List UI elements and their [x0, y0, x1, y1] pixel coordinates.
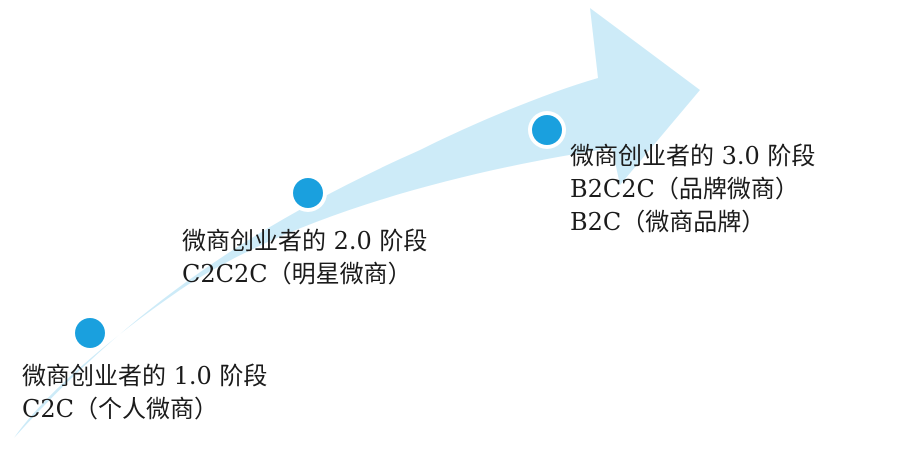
stage-1-label: 微商创业者的 1.0 阶段 C2C（个人微商）	[22, 360, 267, 426]
stage-2-title: 微商创业者的 2.0 阶段	[182, 227, 428, 255]
stage-1-title: 微商创业者的 1.0 阶段	[22, 362, 268, 390]
stage-2-marker	[289, 174, 327, 212]
stage-3-marker	[528, 111, 566, 149]
stage-3-title: 微商创业者的 3.0 阶段	[570, 142, 816, 170]
stage-1-model: C2C（个人微商）	[22, 395, 218, 423]
stage-2-label: 微商创业者的 2.0 阶段 C2C2C（明星微商）	[182, 225, 427, 291]
stage-2-model: C2C2C（明星微商）	[182, 260, 412, 288]
stage-1-marker	[71, 314, 109, 352]
growth-arrow	[14, 8, 700, 438]
stage-3-model-b: B2C（微商品牌）	[570, 208, 766, 236]
stage-3-label: 微商创业者的 3.0 阶段 B2C2C（品牌微商） B2C（微商品牌）	[570, 140, 815, 239]
stage-3-model-a: B2C2C（品牌微商）	[570, 175, 799, 203]
